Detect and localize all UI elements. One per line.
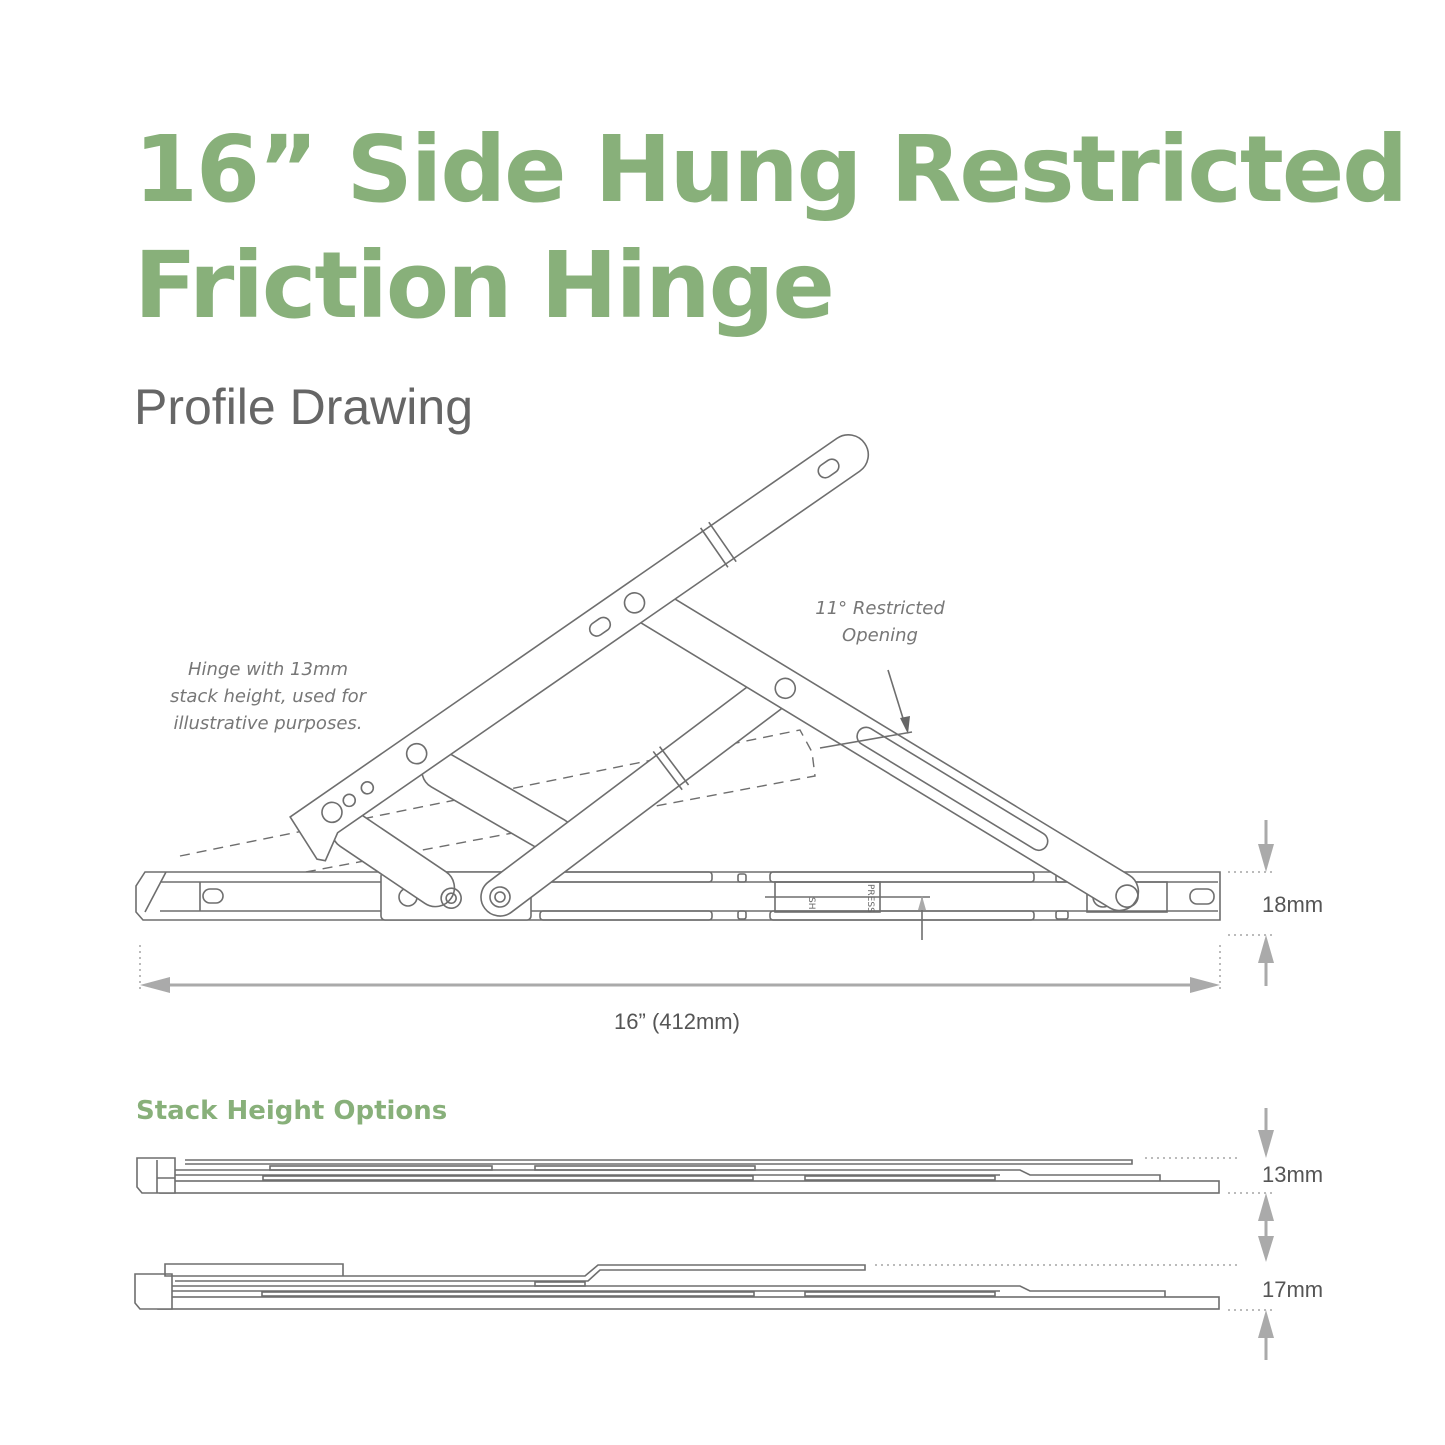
length-label: 16” (412mm) bbox=[614, 1009, 740, 1034]
stack-profile-17mm: 17mm bbox=[134, 1263, 1323, 1360]
subtitle: Profile Drawing bbox=[134, 379, 474, 435]
height-label: 18mm bbox=[1262, 892, 1323, 917]
title-line-1: 16” Side Hung Restricted bbox=[134, 116, 1408, 223]
title-line-2: Friction Hinge bbox=[134, 232, 835, 339]
sh-mark: SH bbox=[806, 897, 816, 909]
main-arm bbox=[289, 434, 870, 862]
height-dimension: 18mm bbox=[1228, 820, 1323, 986]
stack-height-heading: Stack Height Options bbox=[136, 1096, 448, 1126]
stack-label-13mm: 13mm bbox=[1262, 1162, 1323, 1187]
svg-text:Opening: Opening bbox=[842, 625, 918, 646]
stack-profile-13mm: 13mm bbox=[136, 1108, 1323, 1262]
svg-text:stack height, used for: stack height, used for bbox=[170, 686, 368, 707]
note-left: Hinge with 13mm stack height, used for i… bbox=[170, 659, 368, 734]
stack-label-17mm: 17mm bbox=[1262, 1277, 1323, 1302]
note-restricted-opening: 11° Restricted Opening bbox=[815, 598, 945, 749]
svg-text:Hinge with 13mm: Hinge with 13mm bbox=[188, 659, 348, 680]
press-mark: PRESS bbox=[865, 884, 875, 913]
length-dimension: 16” (412mm) bbox=[139, 945, 1221, 1034]
svg-text:illustrative purposes.: illustrative purposes. bbox=[173, 713, 362, 734]
svg-text:11° Restricted: 11° Restricted bbox=[815, 598, 945, 619]
base-track: SH PRESS bbox=[135, 871, 1221, 940]
